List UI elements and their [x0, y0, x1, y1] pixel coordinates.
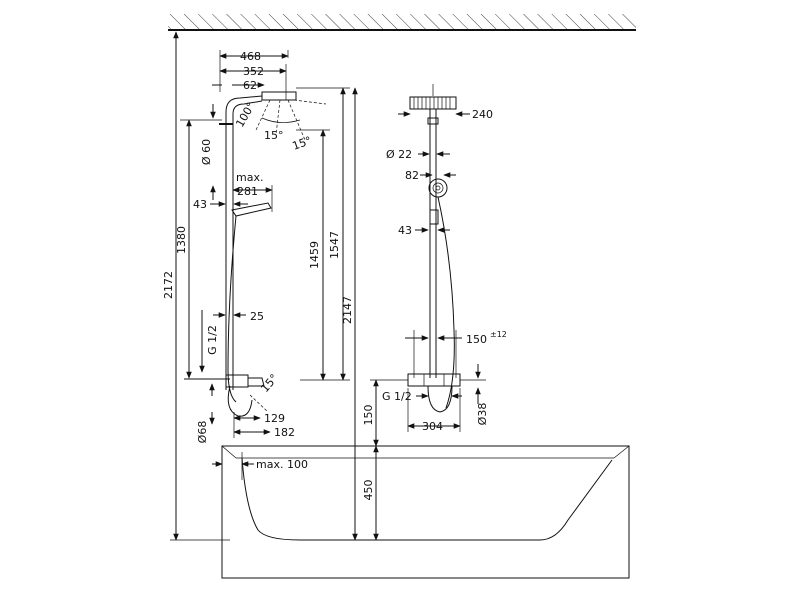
dim-2172: 2172 — [162, 31, 230, 541]
ceiling — [168, 14, 636, 31]
front-head-shower — [409, 84, 457, 110]
label-2147: 2147 — [341, 296, 354, 324]
label-dia-22: Ø 22 — [386, 148, 412, 161]
side-hose — [227, 215, 237, 403]
bathtub — [221, 445, 630, 579]
dim-dia-38: Ø38 — [475, 364, 489, 426]
dim-bottom-side: Ø68 129 182 — [196, 383, 295, 444]
front-view: 240 Ø 22 82 43 — [362, 84, 507, 541]
dim-25: 25 — [213, 310, 264, 323]
label-43-front: 43 — [398, 224, 412, 237]
dim-tub-heights: 150 450 — [362, 379, 384, 541]
label-angle-100: 100° — [233, 100, 258, 129]
dim-43-front: 43 — [398, 224, 450, 237]
front-hose — [437, 196, 455, 409]
label-dia-68: Ø68 — [196, 421, 209, 444]
label-1380: 1380 — [175, 226, 188, 254]
label-1459: 1459 — [308, 241, 321, 269]
label-240: 240 — [472, 108, 493, 121]
label-150-front: 150 — [466, 333, 487, 346]
label-281: 281 — [237, 185, 258, 198]
dim-max-100: max. 100 — [212, 452, 308, 480]
label-150-vert: 150 — [362, 405, 375, 426]
dim-82: 82 — [405, 169, 456, 225]
dim-304: 304 — [407, 388, 461, 433]
label-25: 25 — [250, 310, 264, 323]
label-tol-12: ±12 — [490, 330, 507, 339]
label-1547: 1547 — [328, 231, 341, 259]
dim-dia-22: Ø 22 — [386, 148, 450, 161]
dim-150-front: 150 ±12 — [405, 330, 507, 378]
label-82: 82 — [405, 169, 419, 182]
dim-1380: 1380 — [175, 119, 222, 379]
label-dia-38: Ø38 — [476, 403, 489, 426]
label-max-100: max. 100 — [256, 458, 308, 471]
label-2172: 2172 — [162, 271, 175, 299]
label-450: 450 — [362, 480, 375, 501]
label-max: max. — [236, 171, 263, 184]
label-dia-60: Ø 60 — [200, 139, 213, 165]
label-43-side: 43 — [193, 198, 207, 211]
dim-240: 240 — [398, 108, 493, 121]
label-62: 62 — [243, 79, 257, 92]
label-angle-15a: 15° — [264, 129, 284, 142]
label-angle-15b: 15° — [291, 134, 314, 153]
label-352: 352 — [243, 65, 264, 78]
label-thread-side: G 1/2 — [206, 325, 219, 355]
dim-top-widths: 468 352 62 — [212, 50, 289, 100]
dim-43-side: 43 — [193, 198, 248, 211]
label-129: 129 — [264, 412, 285, 425]
side-view: 2172 1380 Ø 60 468 352 62 — [162, 31, 358, 541]
front-mixer — [370, 373, 486, 413]
label-304: 304 — [422, 420, 443, 433]
dim-dia-60: Ø 60 — [200, 104, 216, 200]
front-riser — [427, 109, 439, 378]
label-thread-front: G 1/2 — [382, 390, 412, 403]
side-mixer: 15° — [184, 372, 281, 417]
riser-pipe — [219, 91, 297, 390]
label-182: 182 — [274, 426, 295, 439]
spray-angles: 100° 15° 15° — [233, 99, 327, 153]
label-468: 468 — [240, 50, 261, 63]
dim-thread-side: G 1/2 — [199, 310, 219, 373]
dim-281: max. 281 — [231, 171, 273, 217]
dim-heights-right: 1459 1547 2147 — [296, 87, 358, 541]
label-angle-15c: 15° — [258, 372, 280, 395]
